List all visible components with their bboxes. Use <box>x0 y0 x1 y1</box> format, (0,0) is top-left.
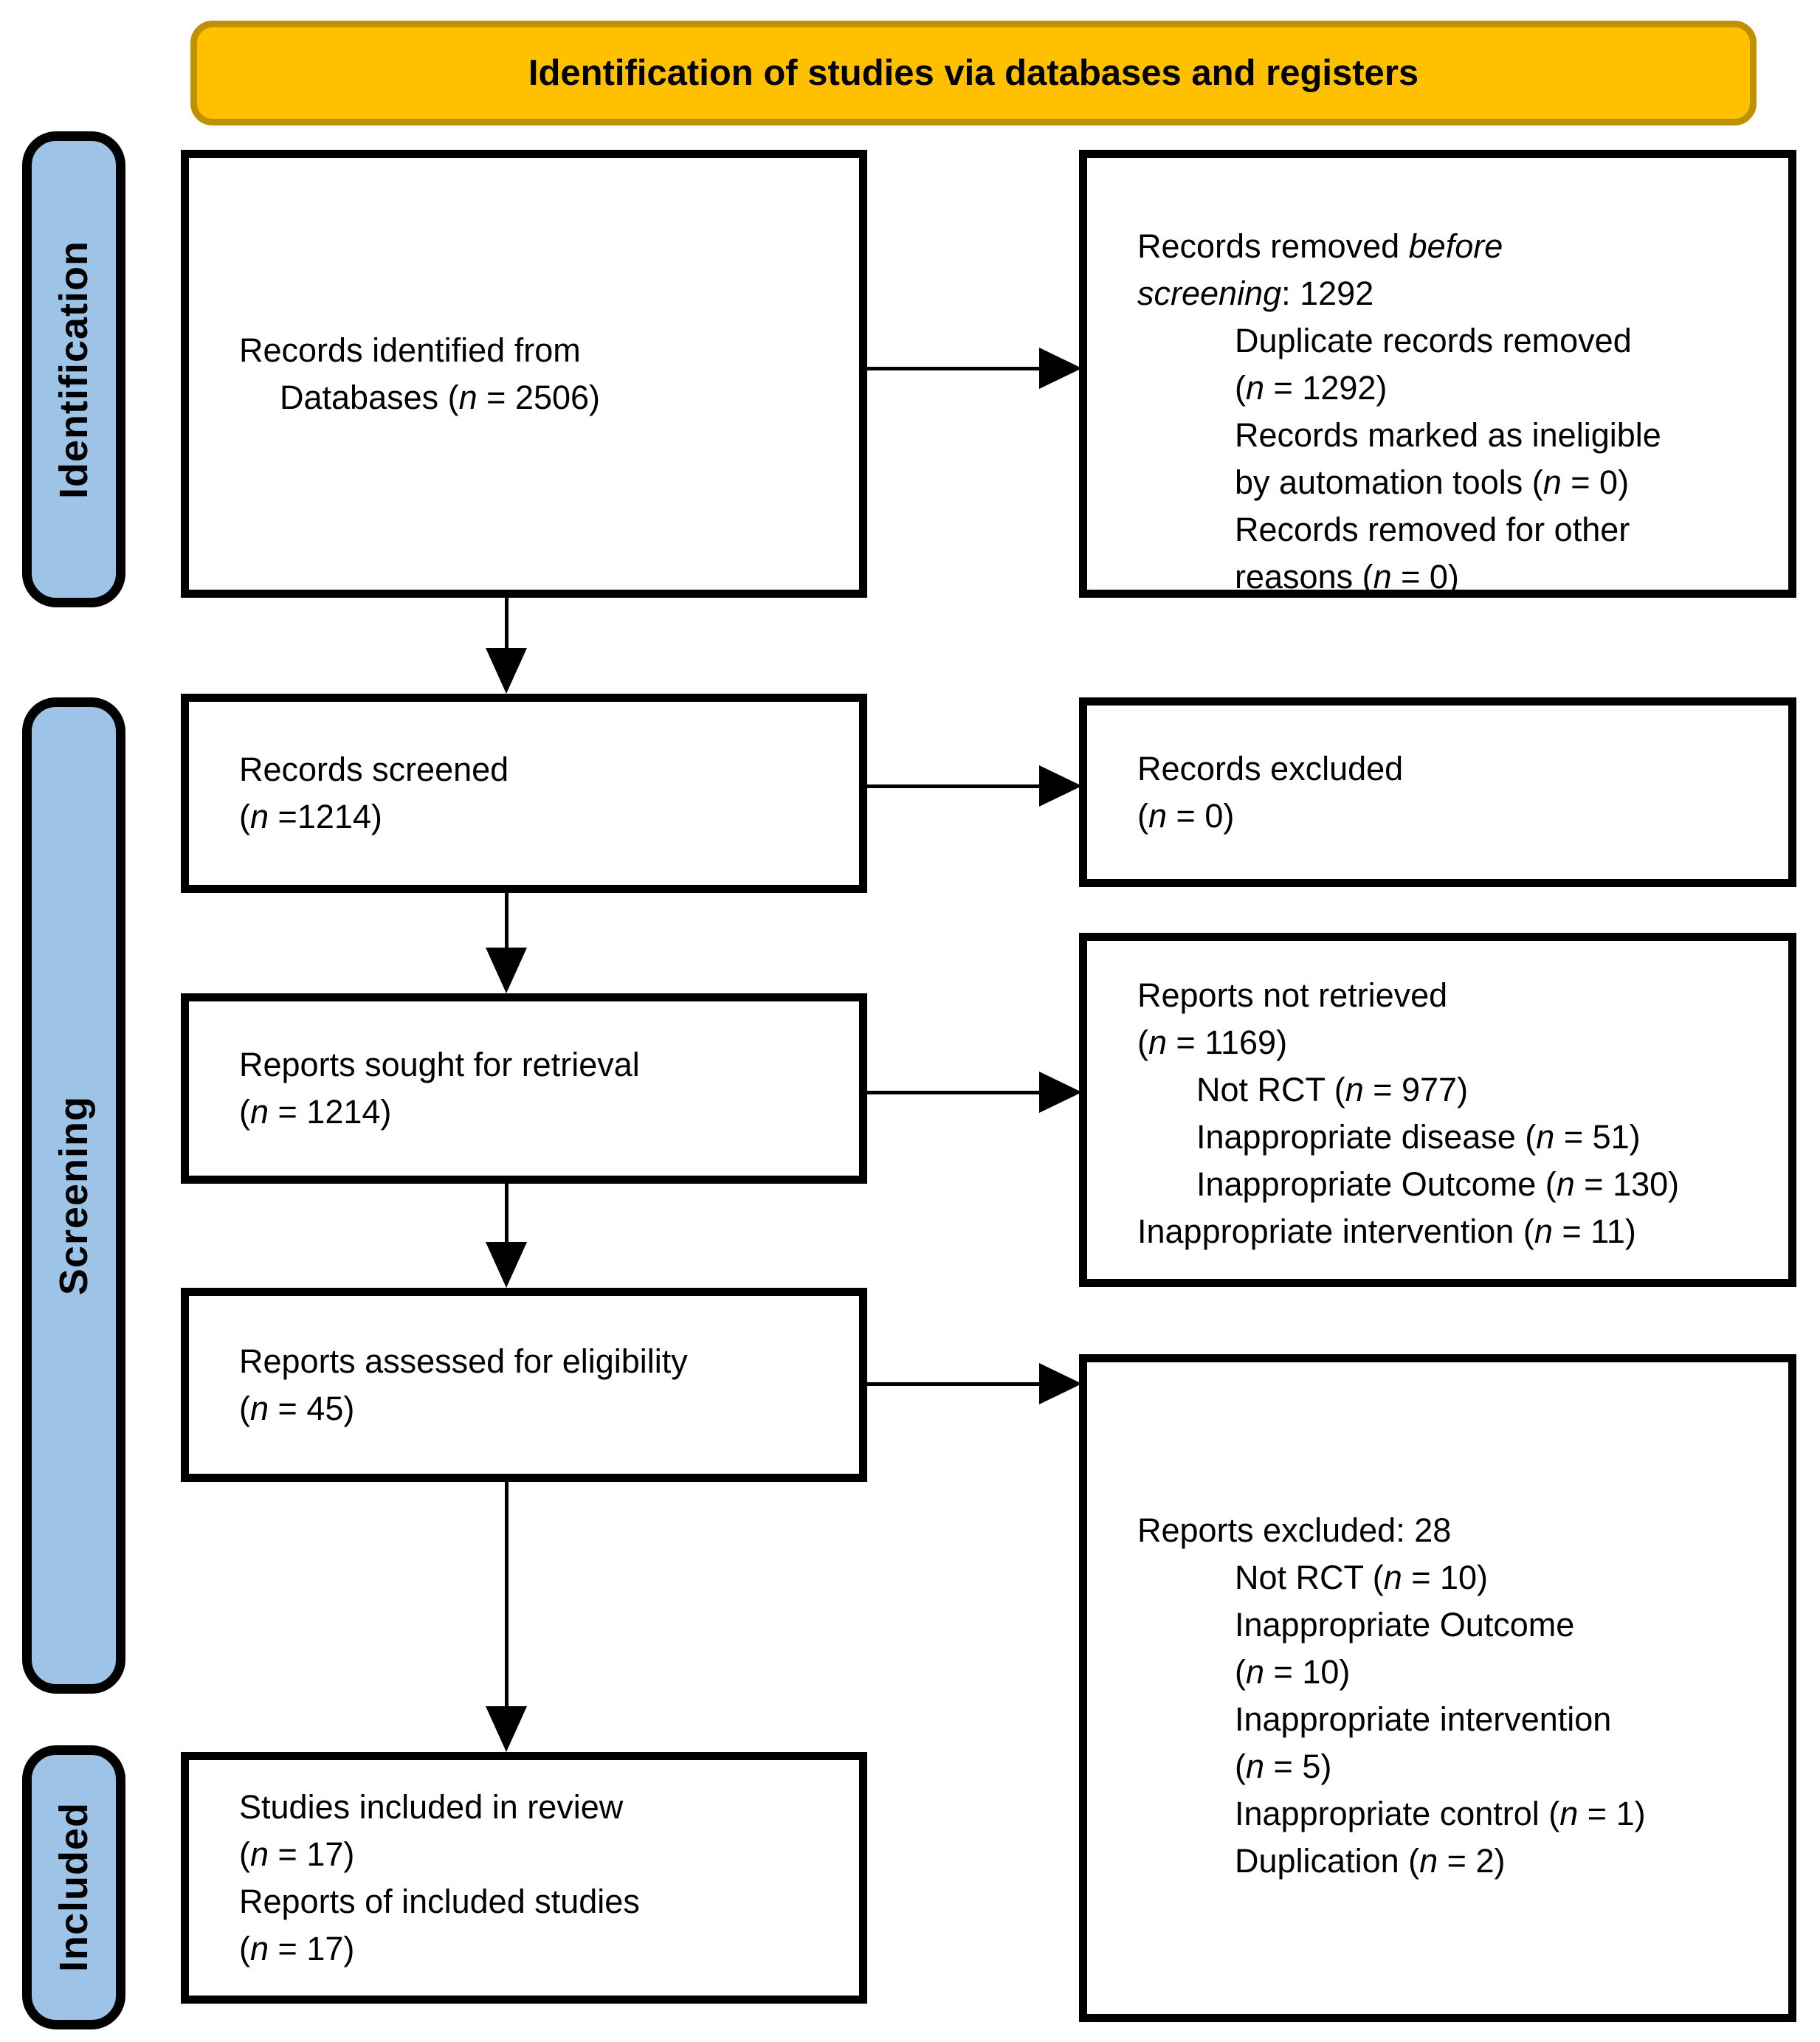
box-studies-included: Studies included in review (n = 17) Repo… <box>181 1752 867 2004</box>
text-line: Reports sought for retrieval <box>239 1046 640 1083</box>
text-line: Duplicate records removed <box>1235 322 1632 359</box>
text-line: Inappropriate Outcome (n = 130) <box>1196 1165 1680 1203</box>
box-records-screened: Records screened (n =1214) <box>181 694 867 893</box>
arrowhead-right-icon <box>1039 348 1082 389</box>
text-line: Records removed for other <box>1235 511 1630 548</box>
box-reports-not-retrieved: Reports not retrieved (n = 1169) Not RCT… <box>1079 933 1796 1287</box>
text-line: Records excluded <box>1137 749 1404 787</box>
arrowhead-down-icon <box>486 948 527 993</box>
text-line: Duplication (n = 2) <box>1235 1842 1506 1880</box>
box-reports-excluded: Reports excluded: 28 Not RCT (n = 10) In… <box>1079 1354 1796 2022</box>
text-line: Not RCT (n = 10) <box>1235 1559 1489 1596</box>
banner-title: Identification of studies via databases … <box>528 53 1419 93</box>
text-line: Records identified from <box>239 331 581 369</box>
banner: Identification of studies via databases … <box>190 21 1757 125</box>
stage-label-included-text: Included <box>52 1802 96 1973</box>
arrowhead-down-icon <box>486 648 527 694</box>
text-line: Records marked as ineligible <box>1235 416 1661 454</box>
arrowhead-down-icon <box>486 1242 527 1288</box>
text-line: Reports assessed for eligibility <box>239 1342 688 1380</box>
box-records-removed: Records removed before screening: 1292 D… <box>1079 150 1796 598</box>
arrow-line <box>867 1382 1039 1386</box>
arrow-line <box>867 1091 1039 1094</box>
stage-label-screening: Screening <box>22 697 125 1694</box>
text-line: Databases (n = 2506) <box>280 378 601 416</box>
text-line: (n = 17) <box>239 1929 355 1967</box>
text-line: Inappropriate intervention (n = 11) <box>1137 1213 1636 1250</box>
box-reports-assessed: Reports assessed for eligibility (n = 45… <box>181 1288 867 1482</box>
stage-label-identification: Identification <box>22 131 125 607</box>
arrow-line <box>505 1184 509 1242</box>
arrowhead-right-icon <box>1039 1363 1082 1404</box>
text-line: Reports excluded: 28 <box>1137 1511 1452 1549</box>
arrow-line <box>867 367 1039 370</box>
text-line: Reports of included studies <box>239 1882 640 1920</box>
text-line: Records removed before <box>1137 227 1503 265</box>
text-line: (n = 45) <box>239 1389 355 1427</box>
text-line: by automation tools (n = 0) <box>1235 463 1630 501</box>
text-line: (n = 1169) <box>1137 1024 1288 1061</box>
text-line: (n = 17) <box>239 1835 355 1873</box>
arrowhead-down-icon <box>486 1706 527 1752</box>
text-line: Inappropriate intervention <box>1235 1700 1612 1738</box>
text-line: Records screened <box>239 751 509 788</box>
text-line: (n = 1292) <box>1235 369 1388 407</box>
text-line: Inappropriate Outcome <box>1235 1606 1575 1643</box>
stage-label-included: Included <box>22 1745 125 2029</box>
text-line: Inappropriate disease (n = 51) <box>1196 1118 1641 1156</box>
arrow-line <box>505 893 509 948</box>
box-records-identified: Records identified from Databases (n = 2… <box>181 150 867 598</box>
text-line: (n = 0) <box>1137 796 1235 835</box>
text-line: (n = 5) <box>1235 1748 1332 1785</box>
text-line: (n =1214) <box>239 798 382 835</box>
text-line: screening: 1292 <box>1137 275 1374 312</box>
arrow-line <box>505 1482 509 1706</box>
stage-label-screening-text: Screening <box>52 1095 96 1296</box>
text-line: (n = 10) <box>1235 1653 1351 1691</box>
arrow-line <box>867 784 1039 788</box>
text-line: reasons (n = 0) <box>1235 558 1459 596</box>
arrow-line <box>505 598 509 648</box>
stage-label-identification-text: Identification <box>52 240 96 499</box>
text-line: (n = 1214) <box>239 1093 392 1131</box>
text-line: Reports not retrieved <box>1137 976 1448 1014</box>
arrowhead-right-icon <box>1039 1072 1082 1113</box>
arrowhead-right-icon <box>1039 765 1082 807</box>
box-records-excluded: Records excluded (n = 0) <box>1079 697 1796 887</box>
box-reports-sought: Reports sought for retrieval (n = 1214) <box>181 993 867 1184</box>
text-line: Not RCT (n = 977) <box>1196 1071 1469 1108</box>
text-line: Studies included in review <box>239 1787 624 1826</box>
text-line: Inappropriate control (n = 1) <box>1235 1795 1646 1832</box>
